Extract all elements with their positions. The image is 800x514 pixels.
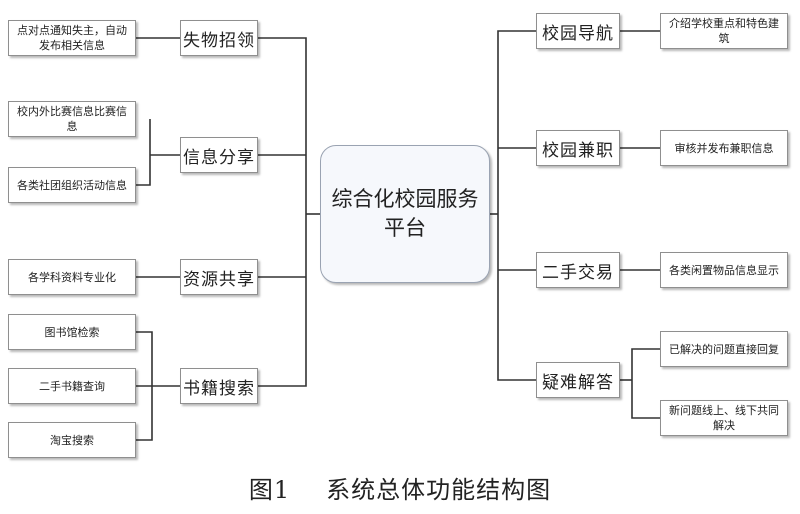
leaf-part-time-1-text: 审核并发布兼职信息: [674, 141, 774, 155]
node-resource-share-label: 资源共享: [183, 269, 255, 290]
leaf-info-share-1-text: 校内外比赛信息比赛信息: [17, 105, 127, 133]
connector-lines: [136, 30, 660, 441]
leaf-second-hand-1-text: 各类闲置物品信息显示: [669, 263, 779, 277]
node-lost-found-label: 失物招领: [183, 30, 255, 51]
node-second-hand: 二手交易: [536, 252, 620, 288]
leaf-resource-share-1-text: 各学科资料专业化: [28, 270, 116, 284]
node-qa-label: 疑难解答: [542, 372, 614, 393]
leaf-info-share-2-text: 各类社团组织活动信息: [17, 178, 127, 192]
leaf-navigation-1: 介绍学校重点和特色建筑: [660, 13, 788, 49]
figure-caption: 图1 系统总体功能结构图: [0, 470, 800, 505]
node-navigation-label: 校园导航: [542, 23, 614, 44]
leaf-book-search-2: 二手书籍查询: [8, 368, 136, 404]
leaf-part-time-1: 审核并发布兼职信息: [660, 130, 788, 166]
leaf-qa-1-text: 已解决的问题直接回复: [669, 342, 779, 356]
node-navigation: 校园导航: [536, 13, 620, 49]
node-part-time: 校园兼职: [536, 130, 620, 166]
leaf-navigation-1-text: 介绍学校重点和特色建筑: [669, 17, 779, 45]
node-book-search-label: 书籍搜索: [183, 378, 255, 399]
leaf-resource-share-1: 各学科资料专业化: [8, 259, 136, 295]
node-resource-share: 资源共享: [180, 259, 258, 295]
leaf-info-share-1: 校内外比赛信息比赛信息: [8, 101, 136, 137]
node-part-time-label: 校园兼职: [542, 140, 614, 161]
leaf-lost-found-1: 点对点通知失主，自动发布相关信息: [8, 20, 136, 56]
leaf-book-search-3: 淘宝搜索: [8, 422, 136, 458]
leaf-second-hand-1: 各类闲置物品信息显示: [660, 252, 788, 288]
leaf-qa-1: 已解决的问题直接回复: [660, 331, 788, 367]
node-book-search: 书籍搜索: [180, 368, 258, 404]
node-info-share: 信息分享: [180, 137, 258, 173]
leaf-lost-found-1-text: 点对点通知失主，自动发布相关信息: [17, 24, 127, 52]
figure-number: 图1: [248, 476, 291, 504]
center-platform-box: 综合化校园服务平台: [320, 145, 490, 283]
leaf-qa-2-text: 新问题线上、线下共同解决: [669, 404, 779, 432]
node-info-share-label: 信息分享: [183, 147, 255, 168]
leaf-info-share-2: 各类社团组织活动信息: [8, 167, 136, 203]
node-qa: 疑难解答: [536, 362, 620, 398]
center-title: 综合化校园服务平台: [331, 187, 479, 240]
leaf-qa-2: 新问题线上、线下共同解决: [660, 400, 788, 436]
figure-caption-text: 系统总体功能结构图: [326, 476, 552, 504]
leaf-book-search-3-text: 淘宝搜索: [50, 433, 94, 447]
leaf-book-search-1: 图书馆检索: [8, 314, 136, 350]
node-second-hand-label: 二手交易: [542, 262, 614, 283]
leaf-book-search-1-text: 图书馆检索: [44, 325, 100, 339]
node-lost-found: 失物招领: [180, 20, 258, 56]
leaf-book-search-2-text: 二手书籍查询: [39, 379, 105, 393]
